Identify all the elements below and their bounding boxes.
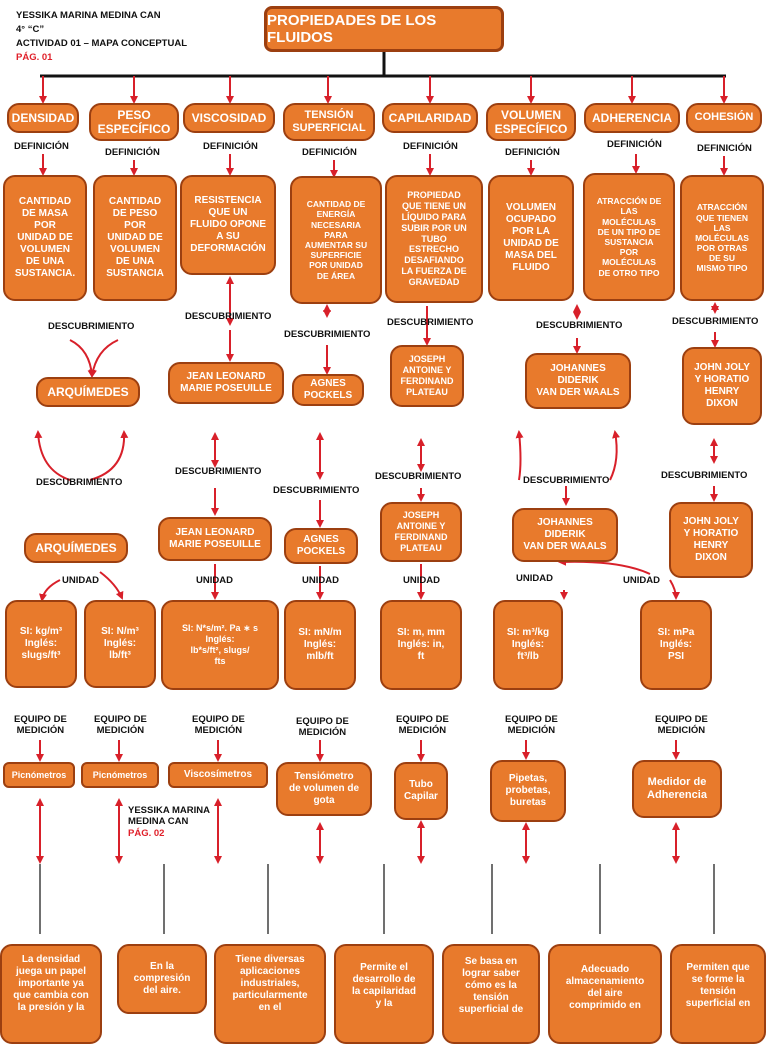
property-viscosity: VISCOSIDAD: [183, 103, 275, 133]
definition-label: DEFINICIÓN: [403, 141, 458, 152]
discovery-label: DESCUBRIMIENTO: [387, 317, 474, 328]
author-name: YESSIKA MARINA MEDINA CAN: [16, 10, 161, 21]
discovery-label: DESCUBRIMIENTO: [523, 475, 610, 486]
application-surface-tension: Permite el desarrollo de la capilaridad …: [334, 944, 434, 1044]
discovery-label: DESCUBRIMIENTO: [175, 466, 262, 477]
equipment-label: EQUIPO DE MEDICIÓN: [396, 714, 449, 736]
unit-label: UNIDAD: [302, 575, 339, 586]
application-density: La densidad juega un papel importante ya…: [0, 944, 102, 1044]
equipment-label: EQUIPO DE MEDICIÓN: [192, 714, 245, 736]
definition-label: DEFINICIÓN: [302, 147, 357, 158]
discoverer-archimedes-2: ARQUÍMEDES: [24, 533, 128, 563]
application-specific-volume: Adecuado almacenamiento del aire comprim…: [548, 944, 662, 1044]
definition-label: DEFINICIÓN: [14, 141, 69, 152]
definition-specific-weight: CANTIDAD DE PESO POR UNIDAD DE VOLUMEN D…: [93, 175, 177, 301]
group-label: 4° “C”: [16, 24, 45, 35]
property-specific-volume: VOLUMEN ESPECÍFICO: [486, 103, 576, 141]
definition-density: CANTIDAD DE MASA POR UNIDAD DE VOLUMEN D…: [3, 175, 87, 301]
definition-viscosity: RESISTENCIA QUE UN FLUIDO OPONE A SU DEF…: [180, 175, 276, 275]
unit-label: UNIDAD: [62, 575, 99, 586]
instrument-pipettes: Pipetas, probetas, buretas: [490, 760, 566, 822]
application-capillarity: Se basa en lograr saber cómo es la tensi…: [442, 944, 540, 1044]
discovery-label: DESCUBRIMIENTO: [536, 320, 623, 331]
discoverer-pockels-2: AGNES POCKELS: [284, 528, 358, 564]
application-specific-weight: En la compresión del aire.: [117, 944, 207, 1014]
discovery-label: DESCUBRIMIENTO: [284, 329, 371, 340]
equipment-label: EQUIPO DE MEDICIÓN: [655, 714, 708, 736]
discovery-label: DESCUBRIMIENTO: [375, 471, 462, 482]
instrument-viscometer: Viscosímetros: [168, 762, 268, 788]
definition-capillarity: PROPIEDAD QUE TIENE UN LÍQUIDO PARA SUBI…: [385, 175, 483, 303]
property-adherence: ADHERENCIA: [584, 103, 680, 133]
instrument-tensiometer: Tensiómetro de volumen de gota: [276, 762, 372, 816]
property-surface-tension: TENSIÓN SUPERFICIAL: [283, 103, 375, 141]
equipment-label: EQUIPO DE MEDICIÓN: [14, 714, 67, 736]
definition-surface-tension: CANTIDAD DE ENERGÍA NECESARIA PARA AUMEN…: [290, 176, 382, 304]
discoverer-joly-dixon: JOHN JOLY Y HORATIO HENRY DIXON: [682, 347, 762, 425]
discoverer-joly-dixon-2: JOHN JOLY Y HORATIO HENRY DIXON: [669, 502, 753, 578]
unit-specific-weight: SI: N/m³ Inglés: lb/ft³: [84, 600, 156, 688]
unit-adherence-cohesion: SI: mPa Inglés: PSI: [640, 600, 712, 690]
property-specific-weight: PESO ESPECÍFICO: [89, 103, 179, 141]
page-number-1: PÁG. 01: [16, 52, 53, 63]
discovery-label: DESCUBRIMIENTO: [185, 311, 272, 322]
discovery-label: DESCUBRIMIENTO: [273, 485, 360, 496]
definition-label: DEFINICIÓN: [697, 143, 752, 154]
unit-label: UNIDAD: [516, 573, 553, 584]
definition-cohesion: ATRACCIÓN QUE TIENEN LAS MOLÉCULAS POR O…: [680, 175, 764, 301]
discoverer-van-der-waals-2: JOHANNES DIDERIK VAN DER WAALS: [512, 508, 618, 562]
definition-adherence: ATRACCIÓN DE LAS MOLÉCULAS DE UN TIPO DE…: [583, 173, 675, 301]
discoverer-poiseuille-2: JEAN LEONARD MARIE POSEUILLE: [158, 517, 272, 561]
unit-label: UNIDAD: [623, 575, 660, 586]
main-title: PROPIEDADES DE LOS FLUIDOS: [264, 6, 504, 52]
definition-label: DEFINICIÓN: [607, 139, 662, 150]
instrument-pycnometer-1: Picnómetros: [3, 762, 75, 788]
unit-label: UNIDAD: [403, 575, 440, 586]
page-number-2: PÁG. 02: [128, 828, 165, 839]
discovery-label: DESCUBRIMIENTO: [36, 477, 123, 488]
unit-capillarity: SI: m, mm Inglés: in, ft: [380, 600, 462, 690]
definition-label: DEFINICIÓN: [105, 147, 160, 158]
unit-viscosity: SI: N*s/m². Pa ∗ s Inglés: lb*s/ft², slu…: [161, 600, 279, 690]
definition-label: DEFINICIÓN: [505, 147, 560, 158]
unit-surface-tension: SI: mN/m Inglés: mlb/ft: [284, 600, 356, 690]
equipment-label: EQUIPO DE MEDICIÓN: [505, 714, 558, 736]
unit-specific-volume: SI: m³/kg Inglés: ft³/lb: [493, 600, 563, 690]
instrument-adherence-meter: Medidor de Adherencia: [632, 760, 722, 818]
property-density: DENSIDAD: [7, 103, 79, 133]
application-viscosity: Tiene diversas aplicaciones industriales…: [214, 944, 326, 1044]
unit-density: SI: kg/m³ Inglés: slugs/ft³: [5, 600, 77, 688]
discoverer-plateau-2: JOSEPH ANTOINE Y FERDINAND PLATEAU: [380, 502, 462, 562]
property-capillarity: CAPILARIDAD: [382, 103, 478, 133]
discovery-label: DESCUBRIMIENTO: [672, 316, 759, 327]
discoverer-plateau: JOSEPH ANTOINE Y FERDINAND PLATEAU: [390, 345, 464, 407]
instrument-pycnometer-2: Picnómetros: [81, 762, 159, 788]
property-cohesion: COHESIÓN: [686, 103, 762, 133]
application-cohesion: Permiten que se forme la tensión superfi…: [670, 944, 766, 1044]
instrument-capillary-tube: Tubo Capilar: [394, 762, 448, 820]
activity-label: ACTIVIDAD 01 – MAPA CONCEPTUAL: [16, 38, 188, 49]
equipment-label: EQUIPO DE MEDICIÓN: [296, 716, 349, 738]
author-name-2: YESSIKA MARINA MEDINA CAN: [128, 805, 210, 827]
unit-label: UNIDAD: [196, 575, 233, 586]
discovery-label: DESCUBRIMIENTO: [48, 321, 135, 332]
discoverer-archimedes: ARQUÍMEDES: [36, 377, 140, 407]
discoverer-poiseuille: JEAN LEONARD MARIE POSEUILLE: [168, 362, 284, 404]
definition-label: DEFINICIÓN: [203, 141, 258, 152]
equipment-label: EQUIPO DE MEDICIÓN: [94, 714, 147, 736]
discoverer-pockels: AGNES POCKELS: [292, 374, 364, 406]
definition-specific-volume: VOLUMEN OCUPADO POR LA UNIDAD DE MASA DE…: [488, 175, 574, 301]
discovery-label: DESCUBRIMIENTO: [661, 470, 748, 481]
discoverer-van-der-waals: JOHANNES DIDERIK VAN DER WAALS: [525, 353, 631, 409]
